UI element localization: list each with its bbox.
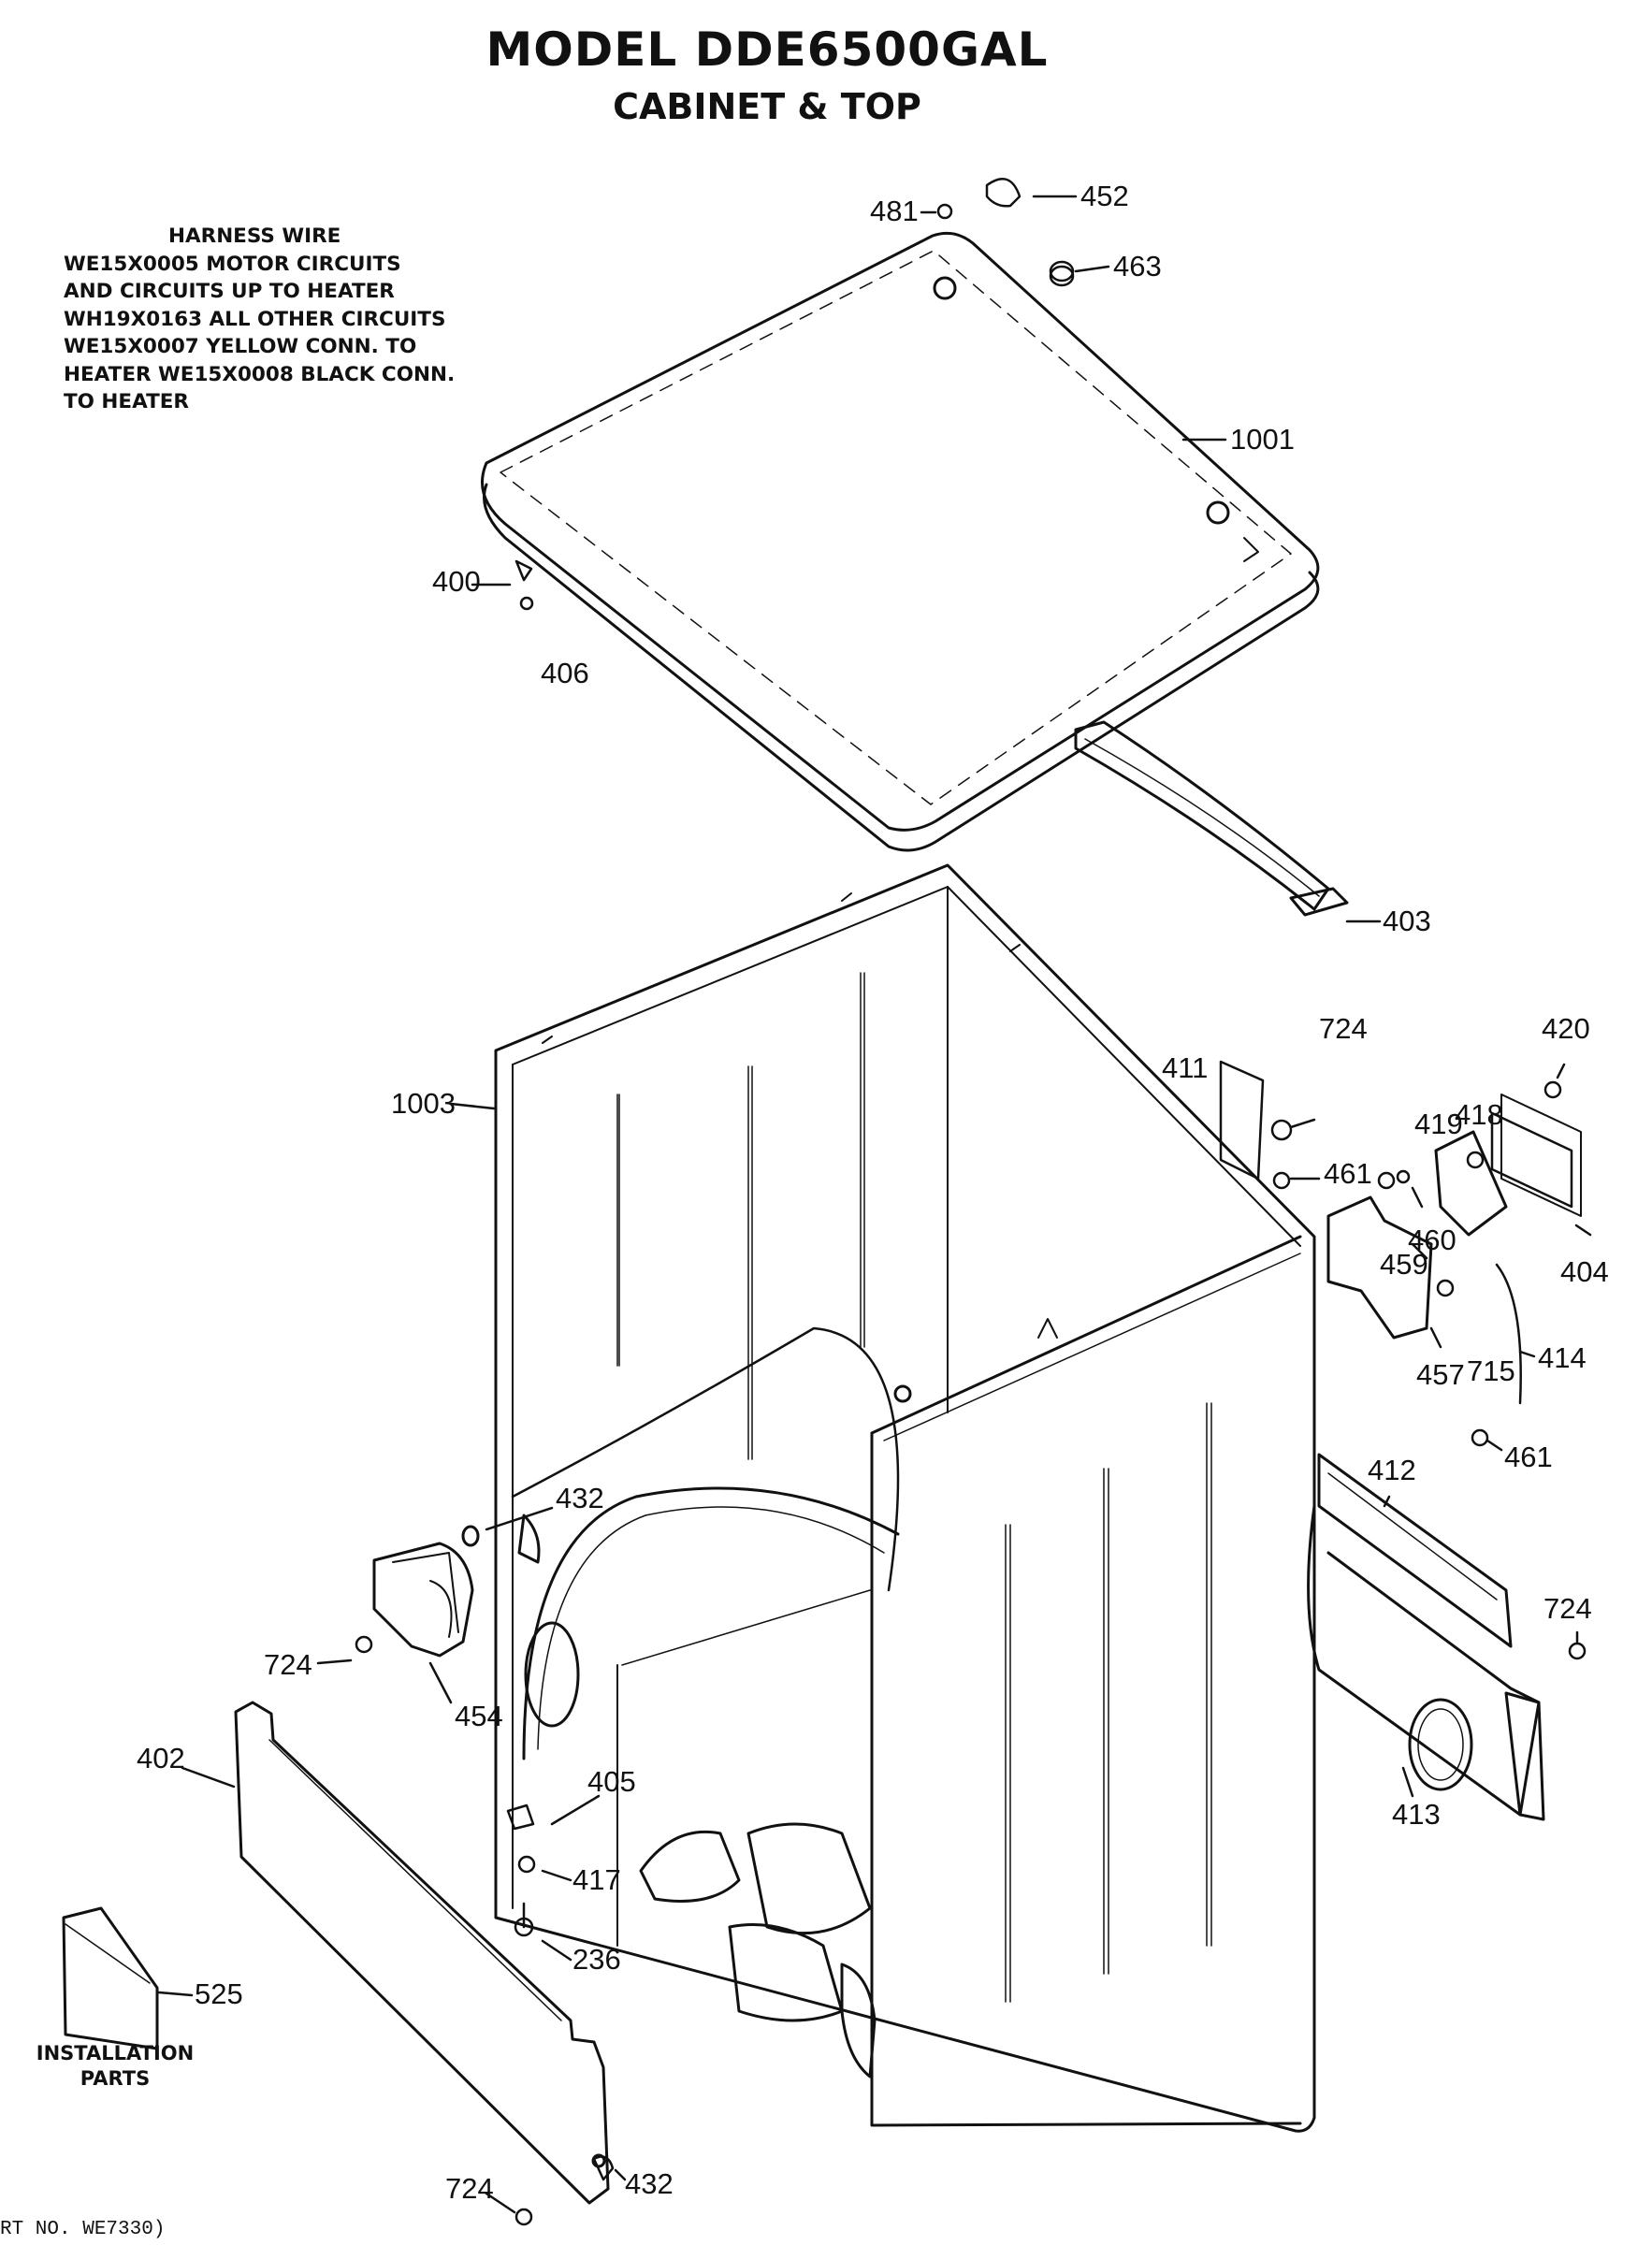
- front-rail: [1074, 720, 1349, 917]
- part-number-414: 414: [1538, 1341, 1587, 1374]
- rear-lower-panel: [1307, 1453, 1545, 1821]
- harness-line: WE15X0005 MOTOR CIRCUITS: [64, 252, 401, 276]
- part-number-724a: 724: [1319, 1012, 1368, 1045]
- harness-line: HEATER WE15X0008 BLACK CONN.: [64, 362, 456, 386]
- part-number-724b: 724: [1543, 1592, 1592, 1625]
- part-number-724d: 724: [445, 2172, 494, 2205]
- part-number-461b: 461: [1504, 1441, 1553, 1473]
- model-title: MODEL DDE6500GAL: [485, 22, 1049, 77]
- part-number-525: 525: [195, 1977, 243, 2010]
- leader-lines: [157, 195, 1592, 2214]
- part-number-400: 400: [432, 565, 481, 598]
- part-number-457: 457: [1416, 1358, 1465, 1391]
- part-number-1001: 1001: [1230, 423, 1295, 456]
- footer-note: RT NO. WE7330): [0, 2219, 166, 2240]
- part-number-412: 412: [1368, 1454, 1416, 1486]
- part-number-413: 413: [1392, 1798, 1441, 1831]
- part-number-402: 402: [137, 1742, 185, 1774]
- part-number-418: 418: [1455, 1098, 1503, 1131]
- part-number-432b: 432: [625, 2167, 674, 2200]
- part-number-411: 411: [1162, 1051, 1208, 1084]
- part-number-724c: 724: [264, 1648, 312, 1681]
- side-bracket: [1219, 1060, 1582, 1405]
- section-title: CABINET & TOP: [613, 86, 921, 127]
- harness-line: WH19X0163 ALL OTHER CIRCUITS: [64, 307, 446, 331]
- harness-line: TO HEATER: [64, 390, 189, 413]
- part-number-419: 419: [1414, 1108, 1463, 1140]
- harness-wire-note: HARNESS WIRE WE15X0005 MOTOR CIRCUITS AN…: [64, 223, 550, 416]
- part-number-403: 403: [1383, 905, 1431, 937]
- part-number-406: 406: [541, 657, 589, 689]
- hardware-fasteners: [355, 178, 1587, 2226]
- harness-line: AND CIRCUITS UP TO HEATER: [64, 280, 395, 303]
- part-number-460: 460: [1408, 1224, 1456, 1256]
- part-number-405: 405: [587, 1765, 636, 1798]
- harness-line: WE15X0007 YELLOW CONN. TO: [64, 335, 417, 358]
- part-number-404: 404: [1560, 1255, 1609, 1288]
- installation-label-line: PARTS: [80, 2067, 151, 2090]
- cabinet: [494, 863, 1316, 2133]
- installation-parts-label: INSTALLATION PARTS: [26, 2041, 204, 2092]
- part-number-481: 481: [870, 195, 919, 227]
- part-number-715: 715: [1467, 1354, 1515, 1387]
- harness-title: HARNESS WIRE: [168, 224, 341, 248]
- part-number-420: 420: [1542, 1012, 1590, 1045]
- front-kick-panel: [234, 1701, 610, 2205]
- part-number-461a: 461: [1324, 1157, 1372, 1190]
- installation-envelope: [62, 1906, 159, 2050]
- part-number-463: 463: [1113, 250, 1162, 282]
- part-number-452: 452: [1080, 180, 1129, 212]
- installation-label-line: INSTALLATION: [36, 2042, 195, 2064]
- part-number-417: 417: [572, 1863, 621, 1896]
- top-panel: [481, 231, 1320, 852]
- blower-bracket: [372, 1514, 541, 1658]
- part-number-1003: 1003: [391, 1087, 456, 1120]
- part-number-236: 236: [572, 1943, 621, 1976]
- part-number-459: 459: [1380, 1248, 1428, 1281]
- part-number-454: 454: [455, 1700, 503, 1732]
- part-number-432a: 432: [556, 1482, 604, 1514]
